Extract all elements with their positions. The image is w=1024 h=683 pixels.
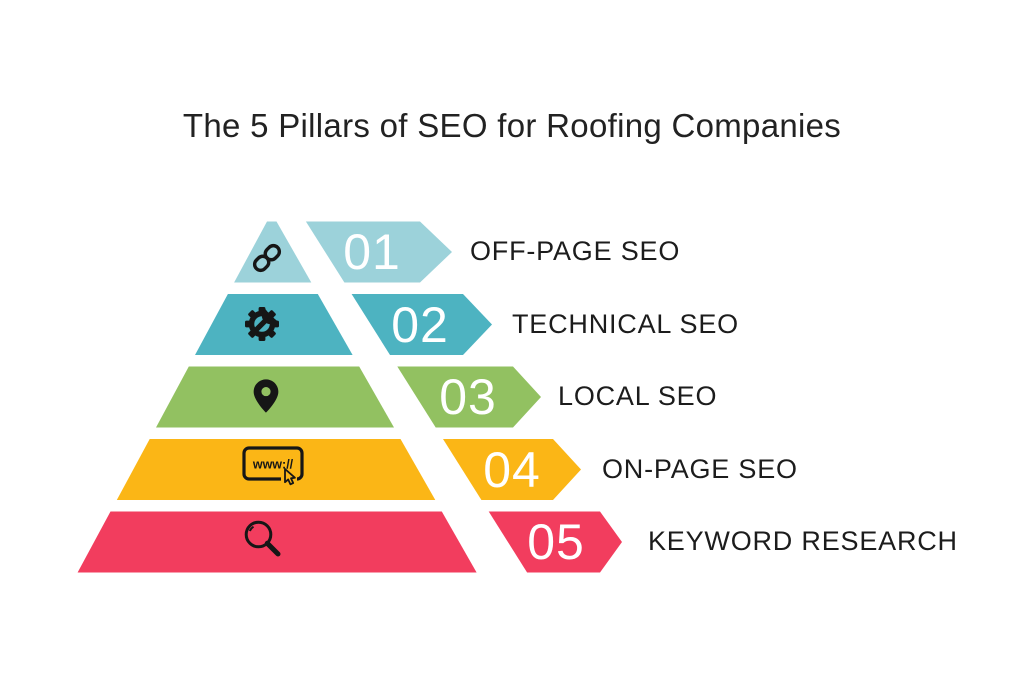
search-magnifier-icon bbox=[244, 520, 281, 557]
level-2-label: TECHNICAL SEO bbox=[512, 308, 739, 339]
level-2-number: 02 bbox=[391, 296, 449, 353]
pyramid-band-5 bbox=[77, 511, 477, 573]
number-tag-3 bbox=[397, 366, 541, 428]
pyramid-band-4 bbox=[116, 439, 436, 500]
browser-www-icon: www:// bbox=[242, 446, 304, 486]
level-3-label: LOCAL SEO bbox=[558, 380, 718, 411]
level-4-label: ON-PAGE SEO bbox=[602, 453, 798, 484]
gear-wrench-icon bbox=[245, 307, 279, 341]
location-pin-icon bbox=[253, 379, 279, 413]
cursor-arrow-icon bbox=[284, 468, 296, 486]
level-4-number: 04 bbox=[483, 441, 541, 498]
level-5-number: 05 bbox=[527, 514, 585, 570]
number-tag-4 bbox=[443, 439, 581, 500]
level-3-number: 03 bbox=[439, 369, 497, 425]
number-tag-1 bbox=[305, 221, 452, 283]
pyramid-band-1 bbox=[234, 221, 312, 283]
number-tag-2 bbox=[351, 294, 492, 355]
number-tag-5 bbox=[488, 511, 622, 573]
page-title: The 5 Pillars of SEO for Roofing Compani… bbox=[182, 107, 842, 144]
browser-icon-url-text: www:// bbox=[252, 458, 294, 472]
chain-link-icon bbox=[252, 243, 282, 273]
level-1-number: 01 bbox=[343, 224, 401, 280]
level-5-label: KEYWORD RESEARCH bbox=[648, 525, 958, 556]
level-1-label: OFF-PAGE SEO bbox=[470, 235, 681, 266]
